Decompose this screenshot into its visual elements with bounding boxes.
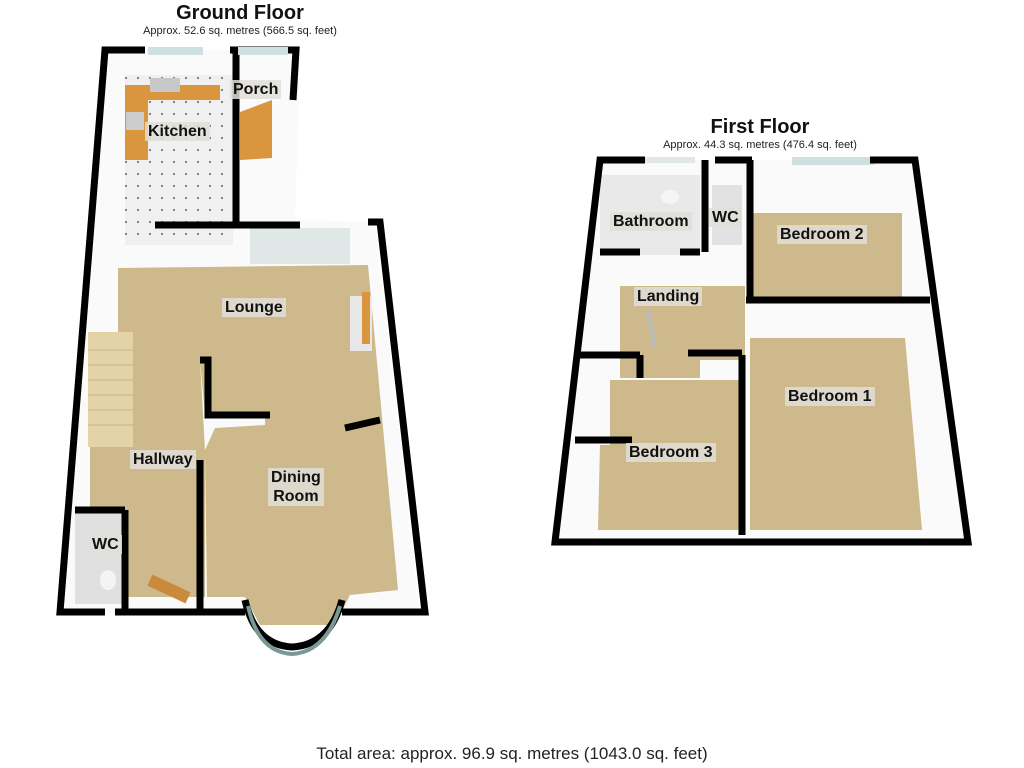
ground-wc-room	[75, 512, 125, 604]
sink	[150, 78, 180, 92]
room-label-landing: Landing	[634, 287, 703, 306]
room-label-porch: Porch	[230, 80, 282, 99]
lounge-dining-carpet	[118, 265, 398, 625]
room-label-dining-room: Dining Room	[268, 468, 324, 506]
basin	[661, 190, 679, 204]
room-label-kitchen: Kitchen	[145, 122, 210, 141]
patio-doors	[250, 228, 350, 264]
porch-door	[240, 100, 272, 160]
room-label-hallway: Hallway	[130, 450, 196, 469]
room-label-bedroom1: Bedroom 1	[785, 387, 875, 406]
kitchen-window	[148, 47, 203, 55]
ground-floor-area: Approx. 52.6 sq. metres (566.5 sq. feet)	[143, 25, 337, 37]
first-floor-area: Approx. 44.3 sq. metres (476.4 sq. feet)	[663, 139, 857, 151]
room-label-first-wc: WC	[709, 208, 742, 227]
bedroom1-carpet	[750, 338, 922, 530]
dining-line1: Dining	[271, 469, 321, 486]
bathroom-window	[640, 157, 695, 163]
toilet	[100, 570, 116, 590]
fireplace	[362, 292, 370, 344]
ground-floor-plan	[56, 46, 429, 657]
first-floor-title: First Floor	[710, 116, 810, 138]
front-door	[147, 574, 191, 604]
total-area: Total area: approx. 96.9 sq. metres (104…	[316, 744, 708, 763]
room-label-bedroom3: Bedroom 3	[626, 443, 716, 462]
banister	[646, 309, 657, 349]
hob	[126, 112, 144, 130]
dining-line2: Room	[273, 488, 319, 505]
room-label-bathroom: Bathroom	[610, 212, 692, 231]
ground-floor-title: Ground Floor	[176, 2, 304, 24]
room-label-bedroom2: Bedroom 2	[777, 225, 867, 244]
room-label-ground-wc: WC	[89, 535, 122, 554]
room-label-lounge: Lounge	[222, 298, 286, 317]
porch-window	[238, 47, 288, 55]
bedroom2-window	[792, 157, 874, 165]
staircase	[88, 332, 133, 447]
